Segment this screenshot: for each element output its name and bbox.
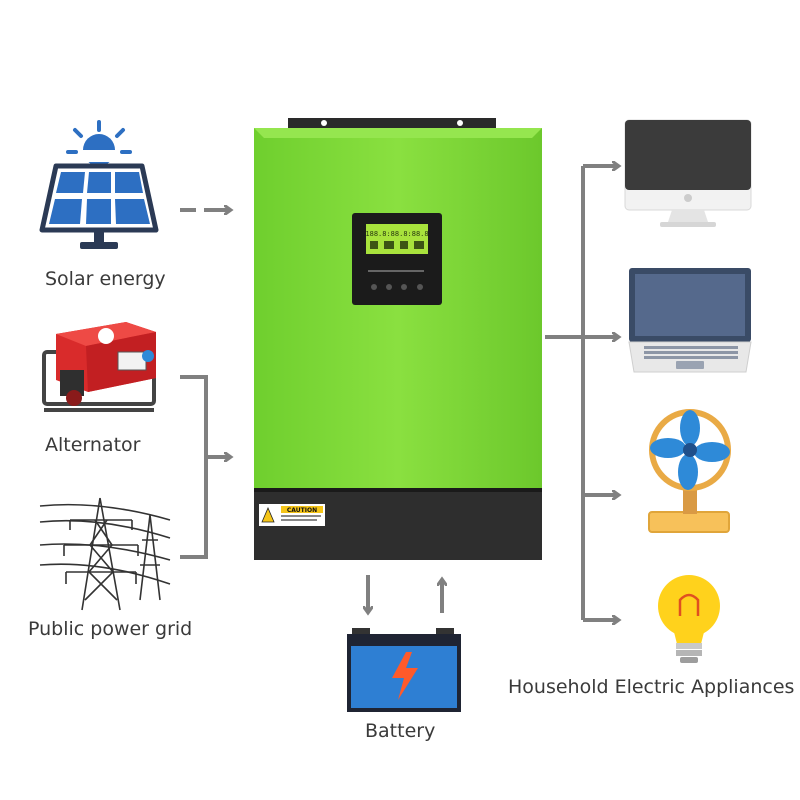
household-appliances-label: Household Electric Appliances [508, 676, 795, 698]
alternator-grid-bracket-arrow [180, 375, 230, 559]
panel-button-2[interactable] [386, 284, 392, 290]
laptop-icon [628, 268, 752, 373]
battery-label: Battery [365, 720, 436, 742]
fan-icon [648, 409, 731, 533]
alternator-label: Alternator [45, 434, 141, 456]
lcd-screen [366, 224, 428, 254]
solar-panel-icon [39, 120, 159, 249]
monitor-icon [624, 119, 752, 227]
battery-arrows [368, 575, 442, 613]
lcd-digits: 188.8:88.8:88.8 [365, 230, 428, 238]
panel-button-1[interactable] [371, 284, 377, 290]
battery-icon [347, 628, 461, 712]
public-power-grid-label: Public power grid [28, 618, 193, 640]
solar-energy-label: Solar energy [45, 268, 166, 290]
caution-text: CAUTION [287, 507, 317, 514]
panel-button-3[interactable] [401, 284, 407, 290]
panel-button-4[interactable] [417, 284, 423, 290]
light-bulb-icon [658, 575, 720, 663]
output-arrows [545, 166, 618, 620]
lightning-bolt-icon [392, 652, 418, 700]
warning-icon [261, 506, 275, 523]
inverter-unit: 188.8:88.8:88.8 CAUTION [254, 118, 542, 560]
power-tower-icon [39, 497, 171, 611]
generator-icon [42, 322, 156, 412]
